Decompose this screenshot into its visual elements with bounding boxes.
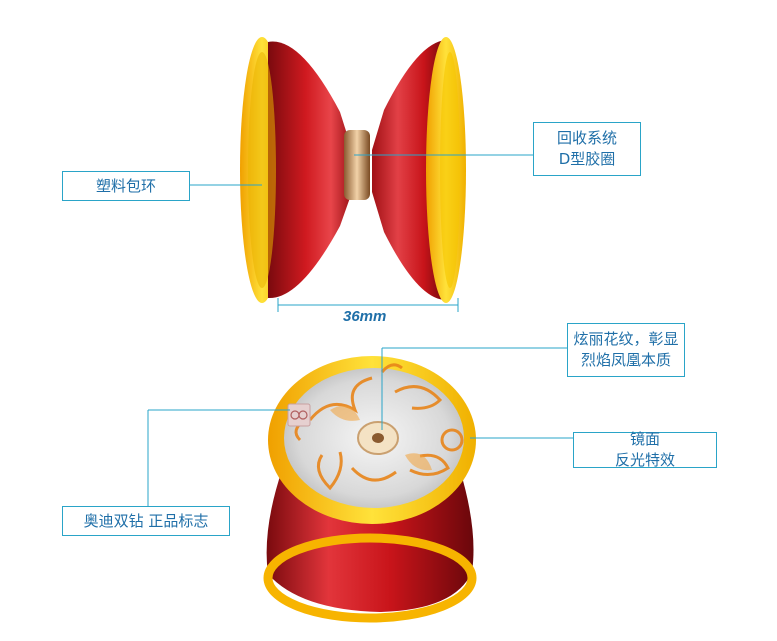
- right-cup: [372, 40, 446, 300]
- bottom-plastic-ring: [263, 533, 477, 623]
- label-recovery-line2: D型胶圈: [558, 150, 616, 168]
- yoyo-angled-view: [263, 356, 477, 623]
- label-pattern-line2: 烈焰凤凰本质: [580, 351, 671, 369]
- label-mirror-line1: 镜面: [629, 430, 660, 448]
- label-pattern-line1: 炫丽花纹，彰显: [573, 330, 679, 348]
- label-logo-text: 奥迪双钻 正品标志: [83, 511, 209, 530]
- yoyo-side-view: [240, 37, 466, 303]
- label-recovery-system: 回收系统 D型胶圈: [533, 122, 641, 176]
- label-pattern: 炫丽花纹，彰显 烈焰凤凰本质: [567, 323, 685, 377]
- callout-lines: [147, 154, 573, 520]
- axle-bearing: [344, 130, 370, 200]
- phoenix-fill: [330, 405, 432, 471]
- label-recovery-line1: 回收系统: [556, 129, 617, 147]
- dimension-indicator: [277, 298, 459, 312]
- label-plastic-ring-text: 塑料包环: [95, 176, 156, 195]
- label-plastic-ring: 塑料包环: [62, 171, 190, 201]
- label-mirror-line2: 反光特效: [614, 451, 675, 469]
- label-mirror-effect: 镜面 反光特效: [573, 430, 717, 469]
- dimension-label: 36mm: [343, 308, 387, 325]
- left-cup: [268, 41, 352, 299]
- label-logo: 奥迪双钻 正品标志: [62, 506, 230, 536]
- hub-hole: [372, 433, 384, 443]
